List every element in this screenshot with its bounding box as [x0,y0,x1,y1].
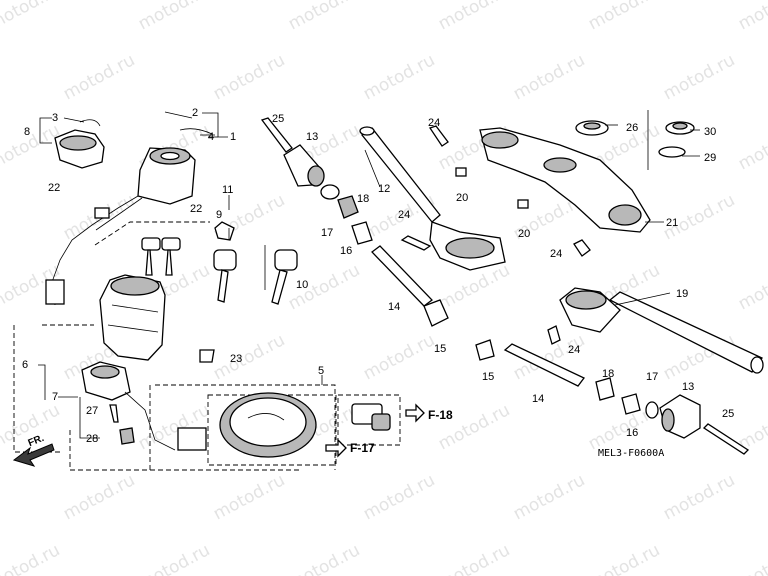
callout-11: 11 [222,184,233,196]
callout-9: 9 [216,209,222,221]
watermark-text: motod.ru [585,0,663,34]
watermark-text: motod.ru [735,120,768,174]
watermark-text: motod.ru [660,50,738,104]
lower-switch [81,349,215,451]
reference-arrows [325,403,425,458]
leader-lines [38,112,700,439]
callout-6: 6 [22,359,28,371]
callout-25b: 25 [722,408,734,420]
callout-23: 23 [230,353,242,365]
callout-15: 15 [434,343,446,355]
callout-22: 22 [48,182,60,194]
callout-16b: 16 [626,427,638,439]
callout-14: 14 [388,301,400,313]
callout-24c: 24 [550,248,562,260]
left-inner-weight [371,245,449,327]
callout-30: 30 [704,126,716,138]
callout-29: 29 [704,152,716,164]
watermark-text: motod.ru [435,0,513,34]
callout-5: 5 [318,365,324,377]
callout-4: 4 [208,131,214,143]
watermark-text: motod.ru [585,540,663,576]
callout-2: 2 [192,107,198,119]
keys [213,221,298,305]
callout-1: 1 [230,131,236,143]
watermark-text: motod.ru [0,540,63,576]
callout-18b: 18 [602,368,614,380]
callout-8: 8 [24,126,30,138]
callout-7: 7 [52,391,58,403]
callout-24d: 24 [568,344,580,356]
callout-25: 25 [272,113,284,125]
watermark-text: motod.ru [60,50,138,104]
watermark-text: motod.ru [735,540,768,576]
callout-20b: 20 [518,228,530,240]
watermark-text: motod.ru [510,470,588,524]
watermark-text: motod.ru [360,330,438,384]
callout-22b: 22 [190,203,202,215]
watermark-text: motod.ru [285,0,363,34]
watermark-text: motod.ru [0,0,63,34]
callout-13: 13 [306,131,318,143]
callout-16: 16 [340,245,352,257]
ignition-switch-cover [45,147,196,306]
watermark-text: motod.ru [435,540,513,576]
ignition-lock [99,237,181,361]
watermark-text: motod.ru [60,470,138,524]
watermark-text: motod.ru [210,50,288,104]
callout-14b: 14 [532,393,544,405]
callout-12: 12 [378,183,390,195]
callout-26: 26 [626,122,638,134]
callout-18: 18 [357,193,369,205]
fuel-cap [219,392,391,458]
watermark-text: motod.ru [210,470,288,524]
watermark-text: motod.ru [135,540,213,576]
top-bridge [400,120,651,257]
callout-3: 3 [52,112,58,124]
right-bar-end [475,339,750,455]
diagram-code: MEL3-F0600A [598,448,664,459]
callout-27: 27 [86,405,98,417]
callout-19: 19 [676,288,688,300]
watermark-text: motod.ru [510,50,588,104]
left-bar-end [260,117,373,245]
right-handlebar [547,287,764,374]
watermark-text: motod.ru [135,0,213,34]
callout-20: 20 [456,192,468,204]
callout-17b: 17 [646,371,658,383]
callout-15b: 15 [482,371,494,383]
watermark-text: motod.ru [735,0,768,34]
front-arrow [12,443,55,467]
callout-10: 10 [296,279,308,291]
callout-21: 21 [666,217,678,229]
watermark-text: motod.ru [360,50,438,104]
watermark-text: motod.ru [735,260,768,314]
ref-f18: F-18 [428,408,453,422]
watermark-text: motod.ru [660,470,738,524]
small-parts-box [647,110,695,170]
clip [164,111,213,135]
callout-28: 28 [86,433,98,445]
watermark-text: motod.ru [285,540,363,576]
callout-24b: 24 [398,209,410,221]
watermark-text: motod.ru [0,120,63,174]
callout-13b: 13 [682,381,694,393]
callout-17: 17 [321,227,333,239]
watermark-text: motod.ru [360,470,438,524]
assembly-outlines [13,221,401,471]
key-ring-part [54,119,105,169]
left-handlebar [359,126,506,271]
watermark-text: motod.ru [210,330,288,384]
ref-f17: F-17 [350,441,375,455]
callout-24: 24 [428,117,440,129]
